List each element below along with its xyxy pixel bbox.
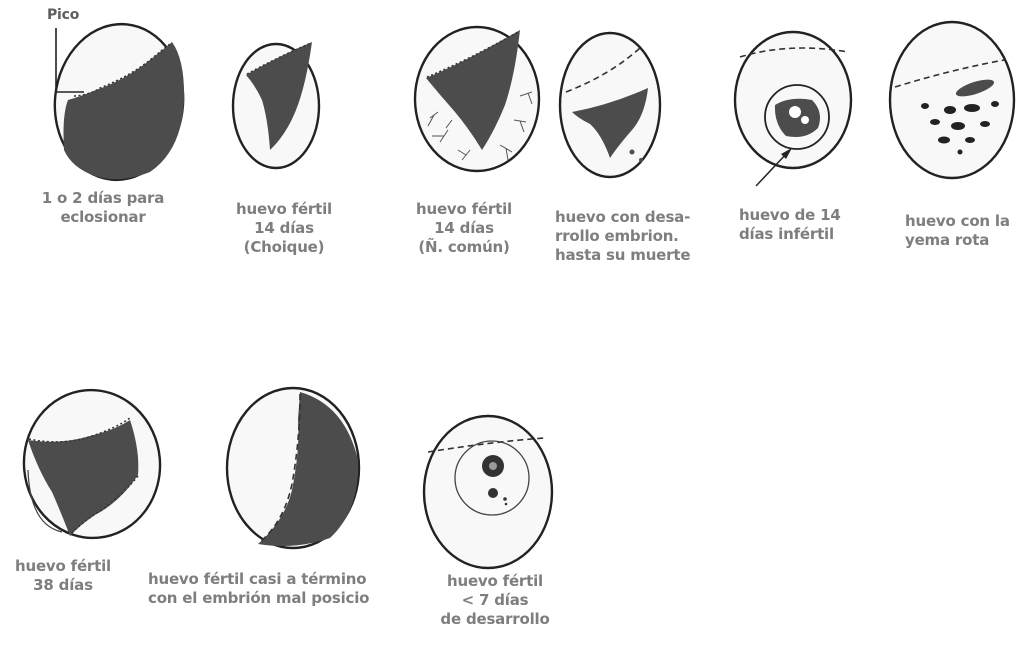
caption-egg-6: huevo con la yema rota <box>905 212 1010 249</box>
egg-embryo-death <box>558 31 662 179</box>
caption-egg-7: huevo fértil 38 días <box>15 557 111 594</box>
egg-infertile-14 <box>733 30 853 187</box>
egg-1-2-days-hatch <box>53 22 185 182</box>
caption-egg-8: huevo fértil casi a término con el embri… <box>148 570 370 607</box>
egg-near-term-malposition <box>225 386 361 550</box>
pico-label: Pico <box>47 7 80 23</box>
egg-broken-yolk <box>888 20 1016 180</box>
egg-fertile-38 <box>22 388 162 540</box>
caption-egg-9: huevo fértil < 7 días de desarrollo <box>440 572 550 628</box>
egg-fertile-under-7 <box>422 414 554 570</box>
caption-egg-1: 1 o 2 días para eclosionar <box>41 189 165 226</box>
egg-fertile-14-nandu <box>413 25 541 173</box>
caption-egg-5: huevo de 14 días infértil <box>739 206 841 243</box>
caption-egg-2: huevo fértil 14 días (Choique) <box>236 200 332 256</box>
arrow-line <box>755 151 789 187</box>
egg-fertile-14-choique <box>231 42 321 170</box>
caption-egg-3: huevo fértil 14 días (Ñ. común) <box>416 200 512 256</box>
caption-egg-4: huevo con desa- rrollo embrion. hasta su… <box>555 208 691 264</box>
